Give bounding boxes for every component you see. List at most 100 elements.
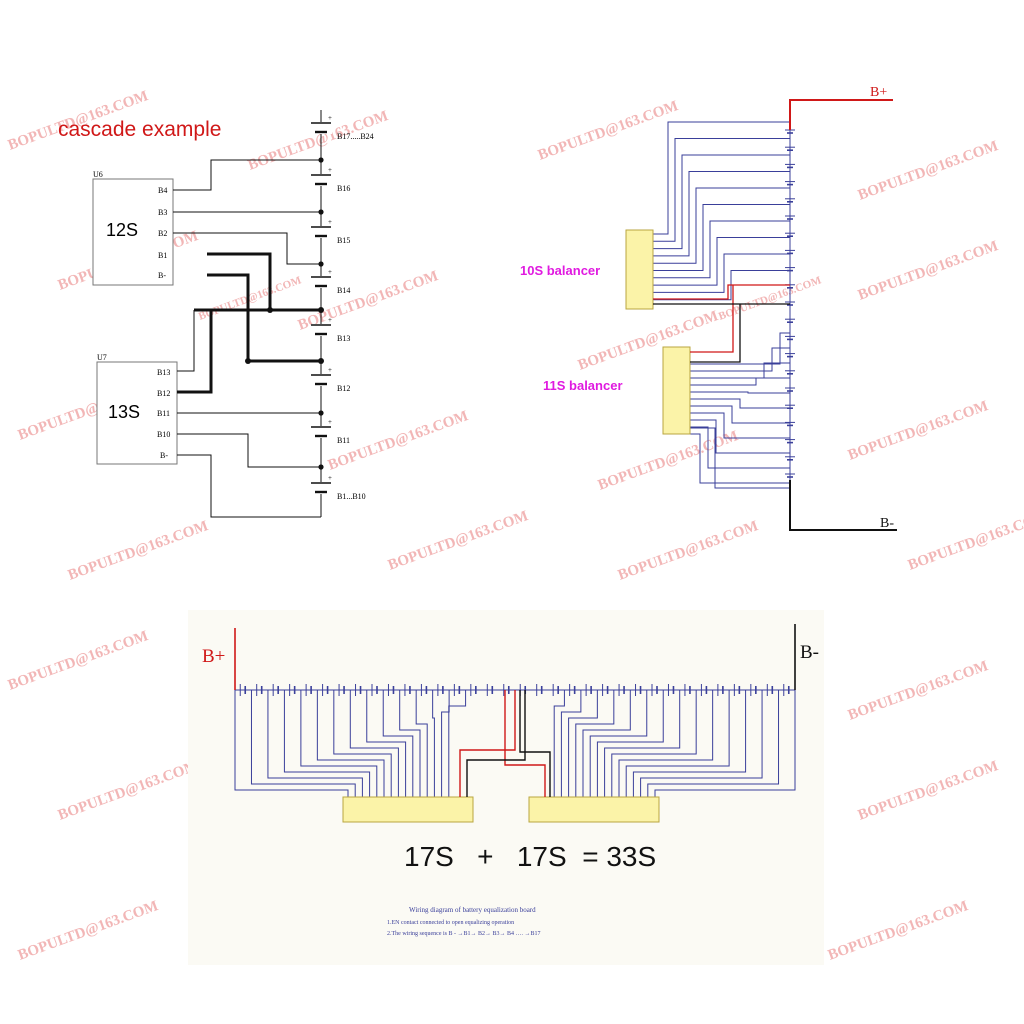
cascade-black-link-2 — [690, 304, 741, 363]
balancer-10s-label: 10S balancer — [520, 263, 600, 278]
bplus-label-bottom: B+ — [202, 646, 225, 667]
bottom-balance-wire-b — [632, 690, 747, 797]
bottom-balance-wire-b — [568, 690, 598, 797]
cell-label: B17.....B24 — [337, 132, 374, 141]
watermark-text: BOPULTD@163.COM — [846, 398, 991, 464]
bottom-balance-wire-b — [618, 690, 714, 797]
bplus-label-right: B+ — [870, 85, 887, 100]
right-balance-wire-11s — [690, 377, 790, 386]
bottom-balance-wire-b — [654, 690, 796, 797]
u6-pin-bminus: B- — [158, 271, 166, 280]
right-balance-wire-10s — [653, 204, 790, 271]
cascade-example-diagram: cascade example U6 12S B4 B3 B2 B1 B- U7… — [58, 110, 374, 518]
bottom-panel-background — [188, 610, 824, 965]
caption-line-2: 2.The wiring sequence is B - →B1→ B2→ B3… — [387, 931, 541, 937]
bottom-balance-wire-a — [234, 690, 349, 797]
bottom-balance-wire-a — [300, 690, 378, 797]
watermark-text: BOPULTD@163.COM — [536, 98, 681, 164]
bottom-balance-wire-a — [283, 690, 371, 797]
right-balance-wire-10s — [653, 171, 790, 257]
right-balance-wire-11s — [690, 391, 790, 394]
cascade-junctions — [245, 157, 324, 470]
bottom-balance-wires — [234, 690, 796, 797]
cell-plus-sign: + — [328, 218, 332, 226]
bminus-label-bottom: B- — [800, 642, 819, 663]
caption-line-1: 1.EN contact connected to open equalizin… — [387, 920, 514, 926]
right-balance-wire-10s — [653, 187, 790, 264]
watermark-text: BOPULTD@163.COM — [596, 428, 741, 494]
right-balance-wire-10s — [653, 138, 790, 242]
right-balance-wire-11s — [690, 362, 790, 379]
cell-plus-sign: + — [328, 418, 332, 426]
balancer-17s-module-b — [528, 796, 660, 823]
bottom-balance-wire-a — [432, 690, 435, 797]
caption-title: Wiring diagram of battery equalization b… — [409, 906, 536, 914]
right-balance-wire-10s — [653, 121, 790, 235]
watermark-text: BOPULTD@163.COM — [906, 508, 1024, 574]
cell-plus-sign: + — [328, 474, 332, 482]
cell-label: B14 — [337, 286, 350, 295]
watermark-text: BOPULTD@163.COM — [56, 758, 201, 824]
balancer-11s-label: 11S balancer — [543, 378, 623, 393]
u7-module-box — [96, 361, 178, 465]
cell-label: B13 — [337, 334, 350, 343]
watermark-text: BOPULTD@163.COM — [846, 658, 991, 724]
u6-size-label: 12S — [106, 220, 138, 240]
right-balance-wire-11s — [690, 426, 790, 469]
balancer-17s-module-a — [342, 796, 474, 823]
cell-label: B12 — [337, 384, 350, 393]
watermark-text: BOPULTD@163.COM — [66, 518, 211, 584]
watermark-text: BOPULTD@163.COM — [856, 238, 1001, 304]
battery-cell-stack: +B17.....B24+B16+B15+B14+B13+B12+B11+B1.… — [311, 114, 374, 501]
bottom-balance-wire-b — [596, 690, 664, 797]
right-balance-wire-11s — [690, 347, 790, 372]
u6-pin-b4: B4 — [158, 186, 167, 195]
watermark-text: BOPULTD@163.COM — [856, 138, 1001, 204]
balancer-10s-module — [625, 229, 654, 310]
u7-pin-b12: B12 — [157, 389, 170, 398]
cell-plus-sign: + — [328, 316, 332, 324]
balancer-17s-cascade-diagram: B+ B- 17S + 17S = 33S Wiring diagram of … — [188, 610, 824, 965]
bottom-balance-wire-a — [267, 690, 363, 797]
cell-label: B11 — [337, 436, 350, 445]
watermark-text: BOPULTD@163.COM — [616, 518, 761, 584]
bottom-balance-wire-a — [366, 690, 407, 797]
cascade-thin-wires — [173, 159, 321, 518]
u7-pin-bminus: B- — [160, 451, 168, 460]
right-balance-wire-11s — [690, 412, 790, 439]
bottom-balance-wire-a — [333, 690, 392, 797]
bottom-balance-wire-a — [349, 690, 399, 797]
u6-pin-b2: B2 — [158, 229, 167, 238]
cell-plus-sign: + — [328, 166, 332, 174]
watermark-text: BOPULTD@163.COM — [856, 758, 1001, 824]
balancer-10s-11s-diagram: B+ B- 10S balancer 11S balancer — [520, 85, 897, 531]
watermark-text: BOPULTD@163.COM — [197, 274, 304, 323]
bminus-label-right: B- — [880, 516, 894, 531]
watermark-text: BOPULTD@163.COM — [826, 898, 971, 964]
bottom-red-link — [504, 690, 546, 797]
right-balance-wire-11s — [690, 427, 790, 489]
bottom-balance-wire-a — [441, 690, 450, 797]
bottom-balance-wire-b — [589, 690, 648, 797]
cascade-equation: 17S + 17S = 33S — [404, 841, 656, 872]
watermark-text: BOPULTD@163.COM — [6, 628, 151, 694]
u6-pin-b1: B1 — [158, 251, 167, 260]
right-balance-wire-10s — [653, 220, 790, 279]
bottom-black-link — [519, 690, 551, 797]
right-balance-wire-11s — [690, 419, 790, 454]
u7-pin-b11: B11 — [157, 409, 170, 418]
bottom-battery-cells — [239, 684, 790, 696]
u6-ref-label: U6 — [93, 170, 103, 179]
u7-size-label: 13S — [108, 402, 140, 422]
bottom-balance-wire-b — [553, 690, 565, 797]
balancer-11s-module — [662, 346, 691, 435]
cell-label: B1...B10 — [337, 492, 366, 501]
u6-module-box — [92, 178, 174, 286]
right-balance-wire-10s — [653, 237, 790, 286]
u7-pin-b13: B13 — [157, 368, 170, 377]
cell-plus-sign: + — [328, 114, 332, 122]
bottom-balance-wire-b — [582, 690, 631, 797]
bottom-balance-wire-a — [415, 690, 428, 797]
cascade-red-link — [653, 284, 790, 300]
cell-plus-sign: + — [328, 268, 332, 276]
